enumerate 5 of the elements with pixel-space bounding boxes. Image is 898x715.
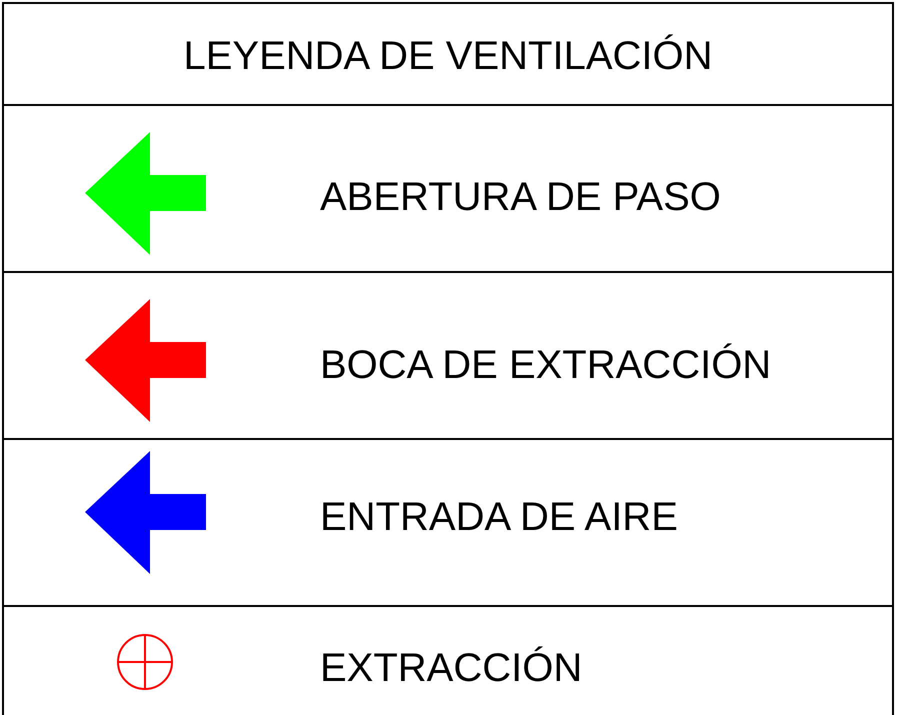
legend-label: BOCA DE EXTRACCIÓN xyxy=(320,345,772,385)
legend-label: ABERTURA DE PASO xyxy=(320,177,721,217)
legend-label: ENTRADA DE AIRE xyxy=(320,497,678,537)
legend-title: LEYENDA DE VENTILACIÓN xyxy=(182,36,714,76)
legend-label: EXTRACCIÓN xyxy=(320,648,582,688)
